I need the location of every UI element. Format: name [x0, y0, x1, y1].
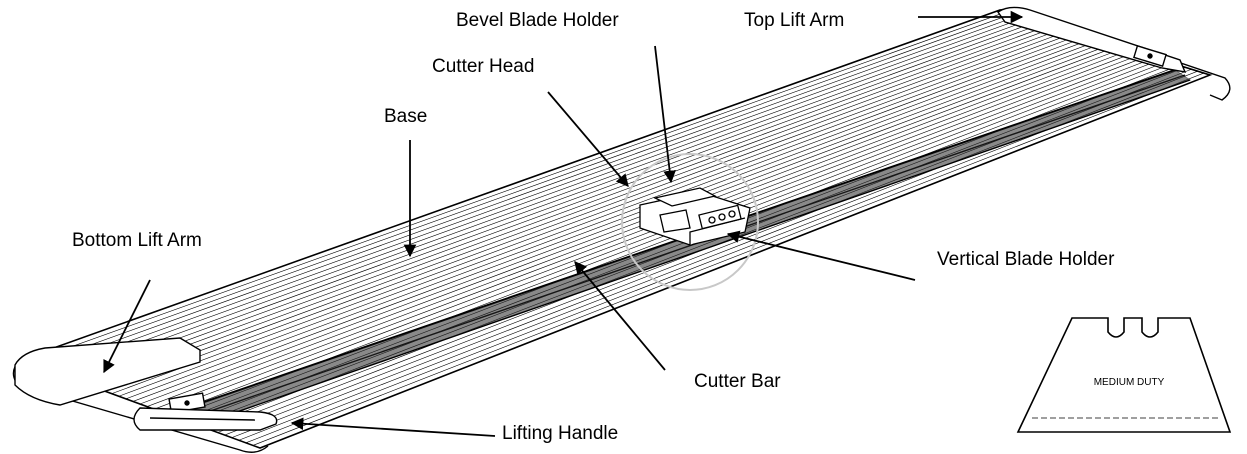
- base-rib: [69, 23, 1044, 379]
- base-rib: [90, 28, 1062, 387]
- base-rib: [55, 19, 1031, 374]
- base-rib: [34, 13, 1013, 366]
- base-rib: [97, 30, 1069, 389]
- base-rib: [146, 44, 1112, 407]
- label-cutter-bar: Cutter Bar: [694, 371, 781, 392]
- arrow-vertical-blade-holder: [726, 230, 916, 281]
- label-top-lift-arm: Top Lift Arm: [744, 10, 845, 31]
- blade-label: MEDIUM DUTY: [1094, 377, 1165, 388]
- base-rib: [154, 46, 1118, 410]
- base-rib: [125, 38, 1093, 400]
- base-rib: [168, 49, 1130, 415]
- cutter-bar-rail: [173, 69, 1192, 424]
- base-rib: [161, 47, 1124, 413]
- label-bevel-blade-holder: Bevel Blade Holder: [456, 10, 619, 31]
- arrow-bottom-lift-arm: [103, 279, 151, 374]
- label-bottom-lift-arm: Bottom Lift Arm: [72, 230, 202, 251]
- base-rib: [41, 15, 1019, 369]
- label-cutter-head: Cutter Head: [432, 56, 535, 77]
- base-rib: [76, 25, 1050, 381]
- arrow-lifting-handle: [290, 417, 496, 437]
- cutter-head-highlight-circle: [621, 153, 759, 291]
- arrow-bevel-blade-holder: [654, 45, 676, 184]
- base-board: [12, 7, 1231, 453]
- label-base: Base: [384, 106, 428, 127]
- utility-blade-icon: MEDIUM DUTY: [1016, 317, 1232, 433]
- base-rib: [104, 32, 1075, 392]
- base-rib: [48, 17, 1025, 371]
- top-lift-arm: [997, 6, 1187, 73]
- base-rib: [83, 26, 1056, 384]
- base-rib: [252, 72, 1204, 446]
- base-rib: [111, 34, 1081, 394]
- arrow-cutter-head: [547, 91, 629, 187]
- base-rib: [132, 40, 1099, 402]
- label-lifting-handle: Lifting Handle: [502, 423, 619, 444]
- leader-lines: [103, 10, 1024, 437]
- base-ribs: [26, 11, 1204, 446]
- cutter-head: [639, 187, 751, 246]
- label-vertical-blade-holder: Vertical Blade Holder: [937, 249, 1115, 270]
- base-rib: [26, 11, 1007, 363]
- base-rib: [118, 36, 1087, 397]
- base-rib: [62, 21, 1038, 376]
- lifting-handle: [133, 407, 278, 431]
- arrow-cutter-bar: [574, 261, 666, 371]
